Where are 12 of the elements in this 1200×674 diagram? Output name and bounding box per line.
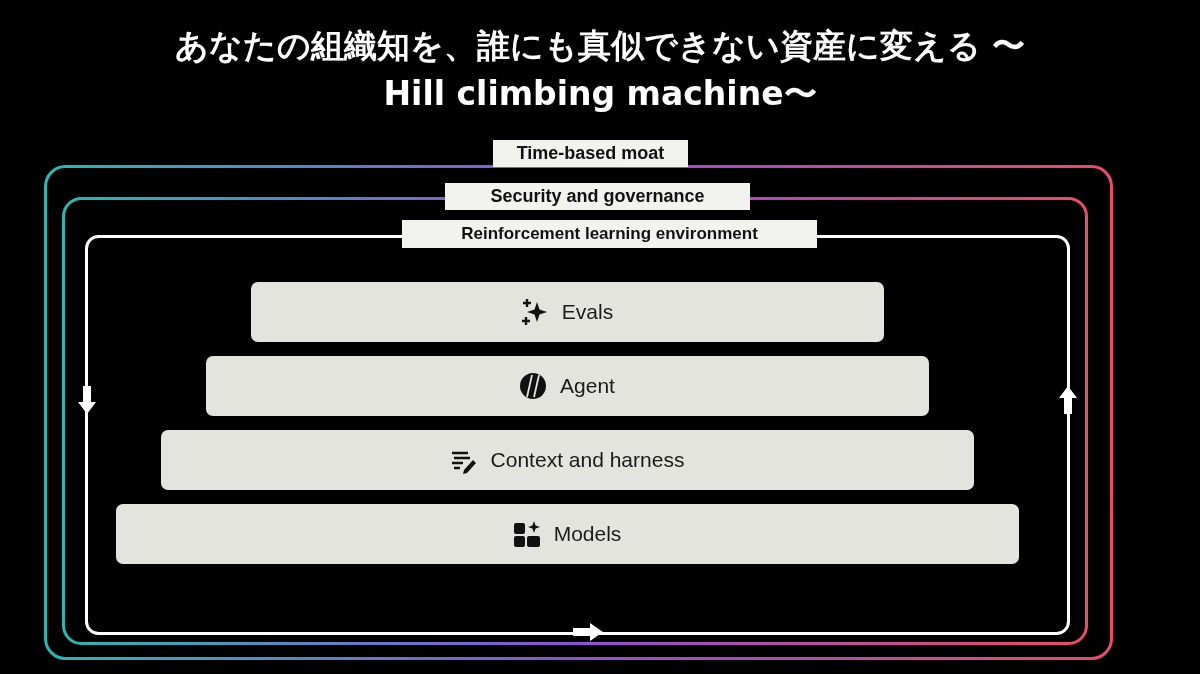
layer-label: Agent — [560, 374, 615, 398]
layer-box — [251, 282, 884, 342]
layer-label: Models — [553, 522, 622, 546]
band-title: Security and governance — [445, 183, 750, 210]
layer-box — [206, 356, 929, 416]
layer-box — [161, 430, 974, 490]
layer-box — [116, 504, 1019, 564]
band-title: Reinforcement learning environment — [402, 220, 817, 248]
band-title: Time-based moat — [493, 140, 688, 167]
title: あなたの組織知を、誰にも真似できない資産に変える 〜Hill climbing machine〜 — [173, 25, 1027, 115]
layer-label: Evals — [561, 300, 614, 324]
layer-label: Context and harness — [490, 448, 685, 472]
